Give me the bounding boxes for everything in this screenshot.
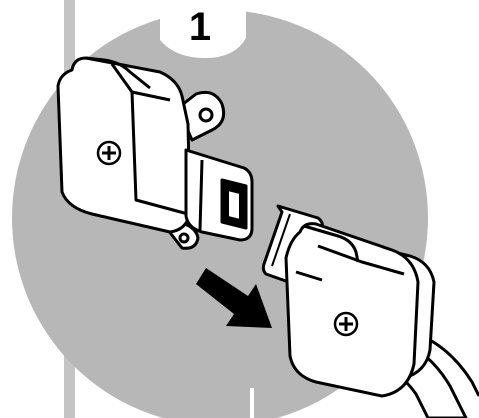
circle-bottom-tick: [250, 388, 254, 418]
mounting-screw-icon: [98, 142, 120, 164]
step-badge-icon: 1: [160, 0, 246, 58]
mounting-screw-icon: [335, 313, 357, 335]
step-number: 1: [189, 5, 211, 49]
